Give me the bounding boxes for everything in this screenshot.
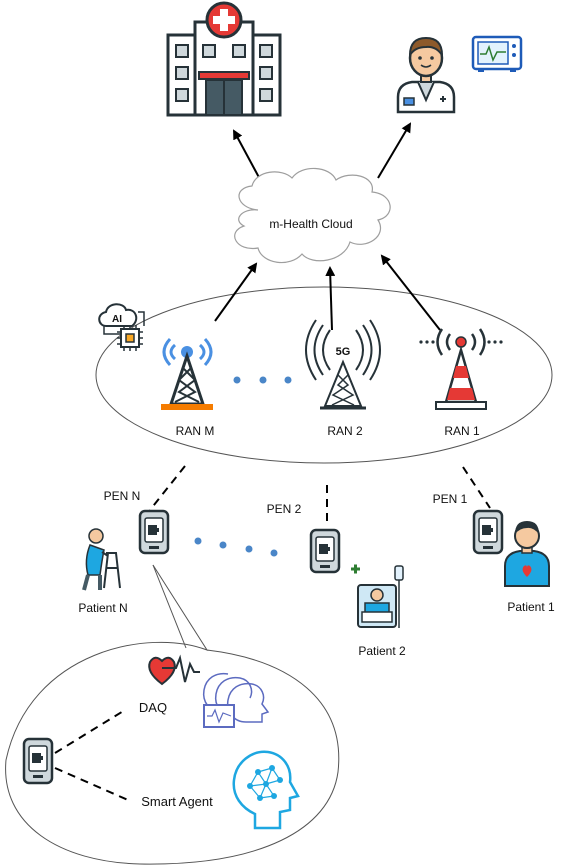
brain-monitor-icon [202, 672, 270, 728]
monitor-icon [471, 35, 523, 72]
heart-ecg-icon [148, 654, 200, 686]
detail-device-icon [22, 737, 54, 785]
ai-badge: AI [112, 314, 122, 325]
ran-2-5g-tower-icon: 5G [305, 319, 381, 410]
arrow-to-doctor [377, 122, 412, 179]
m-health-cloud: m-Health Cloud [234, 167, 391, 264]
zoom-callout-left-edge [152, 564, 187, 649]
patient-n-icon [82, 528, 121, 591]
ran-2-badge: 5G [336, 346, 351, 358]
patient-2-label: Patient 2 [358, 644, 406, 658]
ai-brain-head-icon [232, 750, 300, 830]
ran-1-tower-icon [419, 328, 503, 410]
patient-1-icon [504, 521, 550, 587]
doctor-icon [396, 36, 456, 114]
pen-n-device-icon [138, 509, 170, 555]
ai-chip-icon: AI [98, 303, 145, 351]
ran-1-label: RAN 1 [444, 424, 480, 438]
patient-2-icon [351, 564, 404, 628]
link-device-daq [54, 709, 126, 754]
ran-ellipse [95, 286, 553, 464]
ran-m-label: RAN M [176, 424, 215, 438]
patient-n-label: Patient N [78, 601, 127, 615]
daq-label: DAQ [139, 700, 167, 715]
ran-ellipsis-dots [233, 376, 292, 384]
arrow-ran-m-to-cloud [214, 262, 258, 322]
link-device-agent [54, 767, 129, 801]
smart-agent-label: Smart Agent [141, 794, 213, 809]
zoom-callout [5, 564, 340, 865]
pen-ellipsis-dots [194, 537, 278, 557]
cloud-label: m-Health Cloud [269, 217, 352, 231]
pen-1-label: PEN 1 [433, 492, 468, 506]
arrow-ran-2-to-cloud [325, 266, 336, 331]
arrow-to-hospital [233, 129, 263, 184]
pen-1-device-icon [472, 509, 504, 555]
ran-m-tower-icon [161, 337, 213, 410]
ran-2-label: RAN 2 [327, 424, 363, 438]
pen-2-label: PEN 2 [267, 502, 302, 516]
patient-1-label: Patient 1 [507, 600, 555, 614]
arrow-ran-1-to-cloud [380, 254, 441, 331]
link-pen-n-ran [149, 465, 186, 511]
hospital-icon [166, 1, 282, 117]
pen-2-device-icon [309, 528, 341, 574]
pen-n-label: PEN N [104, 489, 141, 503]
